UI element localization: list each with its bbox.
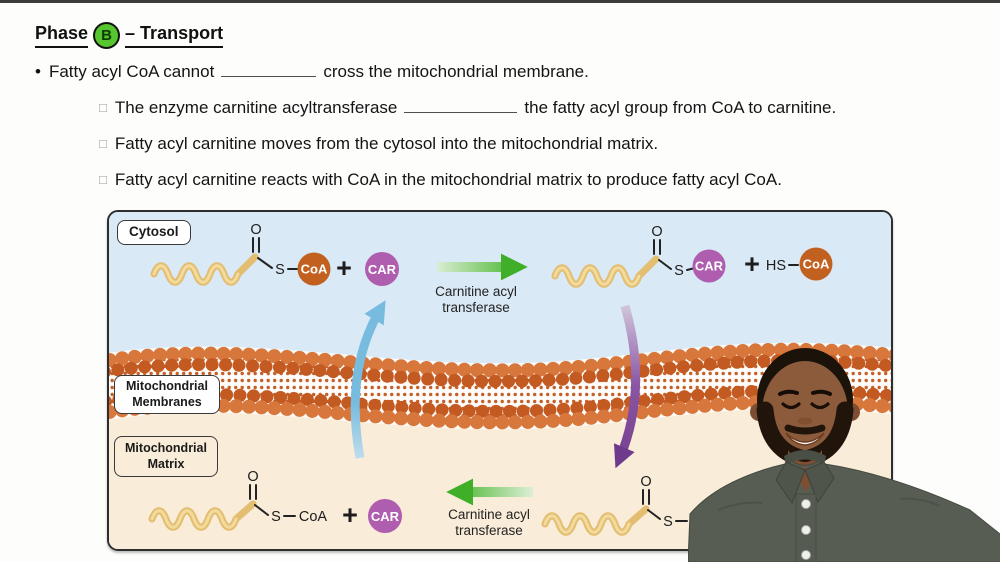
instructor-eye bbox=[810, 402, 830, 410]
sulfur-atom: S bbox=[663, 514, 673, 530]
carnitine-shuttle-diagram: O S CoA + CAR O S bbox=[107, 210, 893, 551]
bullet-main-pre: Fatty acyl CoA cannot bbox=[48, 62, 215, 81]
plus-sign: + bbox=[336, 253, 352, 283]
bullet-icon: • bbox=[35, 62, 41, 81]
shirt-button bbox=[801, 525, 811, 535]
fatty-acyl-chain-highlight bbox=[152, 264, 240, 284]
car-circle bbox=[368, 499, 402, 533]
car-label: CAR bbox=[371, 509, 400, 524]
page-title: Phase B – Transport bbox=[35, 22, 224, 49]
fatty-acyl-chain-highlight bbox=[543, 514, 631, 534]
sub-bullet-3: □ Fatty acyl carnitine reacts with CoA i… bbox=[99, 170, 782, 190]
instructor-eye bbox=[781, 402, 801, 410]
instructor-collar-right bbox=[804, 461, 835, 504]
coa-circle bbox=[799, 247, 833, 281]
coa-text: CoA bbox=[299, 509, 328, 525]
purple-transport-arrow bbox=[613, 304, 641, 469]
instructor-mustache bbox=[784, 424, 826, 435]
sulfur-atom: S bbox=[275, 262, 285, 278]
carbonyl-double-bond bbox=[252, 237, 260, 253]
instructor-shirt bbox=[688, 458, 1000, 562]
coa-label: CoA bbox=[301, 262, 328, 277]
sub3-text: Fatty acyl carnitine reacts with CoA in … bbox=[114, 170, 782, 189]
instructor-nose bbox=[797, 417, 813, 425]
enzyme-label-bottom: Carnitine acyl transferase bbox=[448, 507, 530, 539]
sub1-post: the fatty acyl group from CoA to carniti… bbox=[524, 98, 837, 117]
plus-sign: + bbox=[342, 500, 358, 530]
transport-arrows bbox=[350, 253, 641, 506]
checkbox-icon: □ bbox=[99, 172, 107, 187]
phase-b-badge: B bbox=[93, 22, 121, 49]
instructor-smile bbox=[785, 432, 825, 446]
shirt-button bbox=[801, 499, 811, 509]
top-border-bar bbox=[0, 0, 1000, 3]
c-s-bond bbox=[658, 259, 672, 270]
title-transport: – Transport bbox=[125, 23, 224, 48]
car-circle bbox=[365, 252, 399, 286]
carbonyl-double-bond bbox=[653, 239, 661, 255]
phase-letter: B bbox=[101, 27, 112, 44]
fatty-acyl-chain-highlight bbox=[553, 266, 641, 286]
cytosol-label: Cytosol bbox=[117, 220, 191, 245]
carbonyl-oxygen: O bbox=[651, 224, 662, 240]
carbonyl-oxygen: O bbox=[250, 222, 261, 238]
coa-label: CoA bbox=[803, 257, 830, 272]
membranes-label: Mitochondrial Membranes bbox=[114, 375, 220, 415]
fill-in-blank-1 bbox=[221, 63, 317, 77]
c-s-bond bbox=[257, 257, 273, 269]
sulfur-atom: S bbox=[674, 263, 684, 279]
car-label: CAR bbox=[695, 259, 724, 274]
instructor-eyebrow bbox=[811, 389, 832, 396]
instructor-eyebrow bbox=[778, 389, 799, 396]
fatty-acyl-coa-matrix: O S CoA + CAR bbox=[148, 469, 402, 533]
carbonyl-double-bond bbox=[642, 489, 650, 505]
instructor-collar-left bbox=[775, 461, 806, 505]
bullet-main-post: cross the mitochondrial membrane. bbox=[323, 62, 589, 81]
carbonyl-oxygen: O bbox=[640, 474, 651, 490]
instructor-video-overlay bbox=[688, 348, 1000, 562]
sub1-pre: The enzyme carnitine acyltransferase bbox=[114, 98, 398, 117]
checkbox-icon: □ bbox=[99, 136, 107, 151]
fill-in-blank-2 bbox=[404, 99, 518, 113]
c-s-bond bbox=[254, 504, 269, 516]
fatty-acyl-coa-cytosol: O S CoA + CAR bbox=[150, 222, 399, 286]
shirt-fold bbox=[717, 501, 763, 511]
hs-group: HS bbox=[766, 258, 786, 274]
car-label: CAR bbox=[368, 262, 397, 277]
sub2-text: Fatty acyl carnitine moves from the cyto… bbox=[114, 134, 659, 153]
plus-sign: + bbox=[744, 249, 760, 279]
matrix-label: Mitochondrial Matrix bbox=[114, 436, 218, 478]
fatty-acyl-carnitine-matrix: O S bbox=[541, 474, 688, 536]
carbonyl-double-bond bbox=[249, 484, 257, 500]
sub-bullet-1: □ The enzyme carnitine acyltransferase t… bbox=[99, 98, 836, 118]
car-circle bbox=[692, 249, 726, 283]
blue-transport-arrow bbox=[350, 300, 386, 459]
molecule-graphics: O S CoA + CAR O S bbox=[148, 222, 833, 536]
fatty-acyl-carnitine-cytosol: O S CAR + HS CoA bbox=[551, 224, 833, 288]
c-s-bond bbox=[647, 509, 661, 520]
checkbox-icon: □ bbox=[99, 100, 107, 115]
title-phase: Phase bbox=[35, 23, 89, 48]
sulfur-atom: S bbox=[271, 509, 281, 525]
shirt-button bbox=[801, 550, 811, 560]
coa-circle bbox=[297, 252, 331, 286]
enzyme-label-top: Carnitine acyl transferase bbox=[435, 284, 517, 316]
fatty-acyl-chain-highlight bbox=[150, 509, 238, 529]
sub-bullet-2: □ Fatty acyl carnitine moves from the cy… bbox=[99, 134, 658, 154]
instructor-collar-band bbox=[784, 450, 826, 465]
bullet-main: • Fatty acyl CoA cannot cross the mitoch… bbox=[35, 62, 589, 82]
shirt-fold bbox=[899, 497, 941, 507]
carbonyl-oxygen: O bbox=[247, 469, 258, 485]
